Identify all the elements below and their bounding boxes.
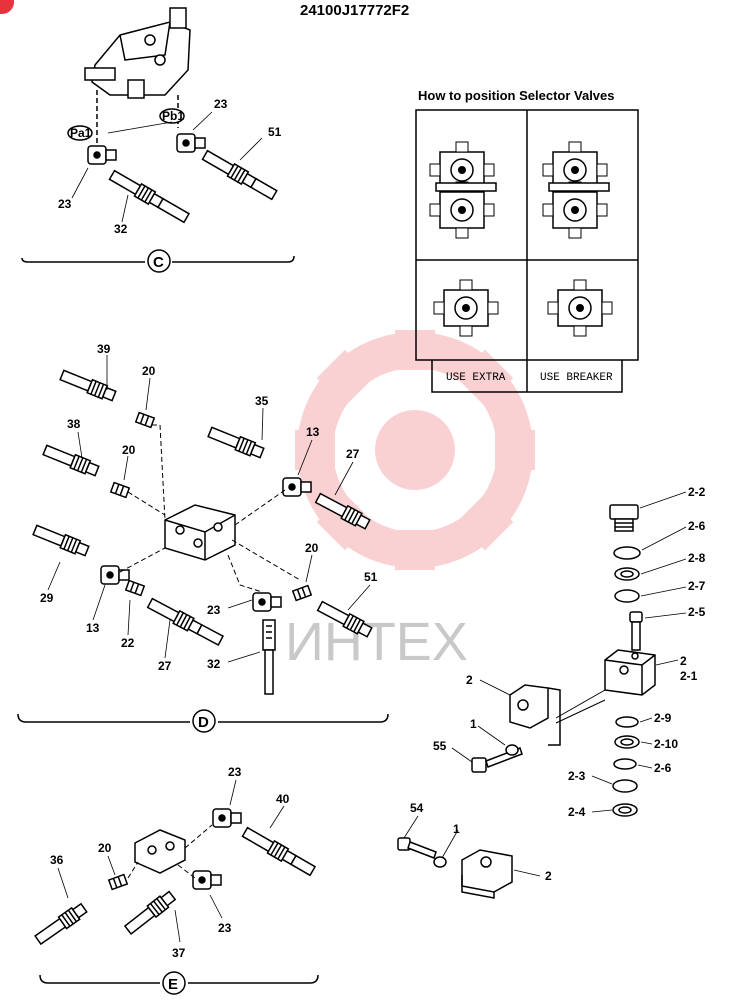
callout-label: Pa1 <box>70 126 92 140</box>
callout-label: 1 <box>453 822 460 836</box>
section-c <box>21 7 295 263</box>
callout-label: 23 <box>228 765 242 779</box>
watermark <box>295 330 535 570</box>
section-d <box>17 355 389 723</box>
callout-label: 37 <box>172 946 186 960</box>
section-marker <box>162 971 186 995</box>
selector-guide-valves <box>429 141 613 337</box>
section-marker-label: C <box>153 254 164 271</box>
callout-label: 32 <box>207 657 221 671</box>
callout-label: 2-3 <box>568 769 586 783</box>
callout-label: 39 <box>97 342 111 356</box>
callout-label: 51 <box>364 570 378 584</box>
callout-label: 2-2 <box>688 485 706 499</box>
callout-label: 2-9 <box>654 711 672 725</box>
callout-label: 2 <box>466 673 473 687</box>
callout-label: 2-4 <box>568 805 586 819</box>
callout-label: 20 <box>122 443 136 457</box>
section-e-labels: 23 40 20 36 37 23 E <box>50 765 290 995</box>
selector-guide-title: How to position Selector Valves <box>418 88 615 103</box>
callout-label: 2 <box>680 654 687 668</box>
callout-label: 2-7 <box>688 579 706 593</box>
callout-label: 2-5 <box>688 605 706 619</box>
callout-label: 13 <box>306 425 320 439</box>
section-marker <box>192 709 216 733</box>
section-marker-label: E <box>168 976 178 993</box>
callout-label: 23 <box>58 197 72 211</box>
callout-label: 51 <box>268 125 282 139</box>
callout-label: 55 <box>433 739 447 753</box>
callout-label: 1 <box>470 717 477 731</box>
valve-exploded <box>397 491 687 899</box>
callout-label: 2-6 <box>654 761 672 775</box>
callout-label: 2-8 <box>688 551 706 565</box>
callout-label: 2-6 <box>688 519 706 533</box>
callout-label: 35 <box>255 394 269 408</box>
callout-label: 2 <box>545 869 552 883</box>
callout-label: 2-1 <box>680 669 698 683</box>
part-number-title: 24100J17772F2 <box>300 2 410 19</box>
section-e <box>33 779 319 984</box>
callout-label: 29 <box>40 591 54 605</box>
selector-guide-labels: USE EXTRA USE BREAKER <box>446 372 613 384</box>
callout-label: 20 <box>98 841 112 855</box>
callout-label: 13 <box>86 621 100 635</box>
callout-label: 32 <box>114 222 128 236</box>
callout-label: 40 <box>276 792 290 806</box>
column-label-extra: USE EXTRA <box>446 372 506 384</box>
callout-label: 2-10 <box>654 737 678 751</box>
callout-label: 20 <box>305 541 319 555</box>
callout-label: 20 <box>142 364 156 378</box>
section-d-labels: 39 20 38 20 35 13 27 29 13 22 27 23 32 2… <box>40 342 378 733</box>
valve-exploded-labels: 2-2 2-6 2-8 2-7 2-5 2 2-1 2 1 55 2-9 2-1… <box>410 485 706 883</box>
callout-label: 27 <box>346 447 360 461</box>
callout-label: 27 <box>158 659 172 673</box>
callout-label: 38 <box>67 417 81 431</box>
column-label-breaker: USE BREAKER <box>540 372 613 384</box>
callout-label: 22 <box>121 636 135 650</box>
section-marker-label: D <box>198 714 209 731</box>
callout-label: 54 <box>410 801 424 815</box>
callout-label: 36 <box>50 853 64 867</box>
callout-label: 23 <box>207 603 221 617</box>
section-marker <box>147 249 171 273</box>
watermark-text: ИНТЕХ <box>285 612 468 672</box>
callout-label: 23 <box>214 97 228 111</box>
selector-guide-table <box>415 109 639 393</box>
section-c-labels: Pa1 Pb1 23 51 23 32 C <box>58 97 282 273</box>
callout-label: 23 <box>218 921 232 935</box>
callout-label: Pb1 <box>162 109 184 123</box>
